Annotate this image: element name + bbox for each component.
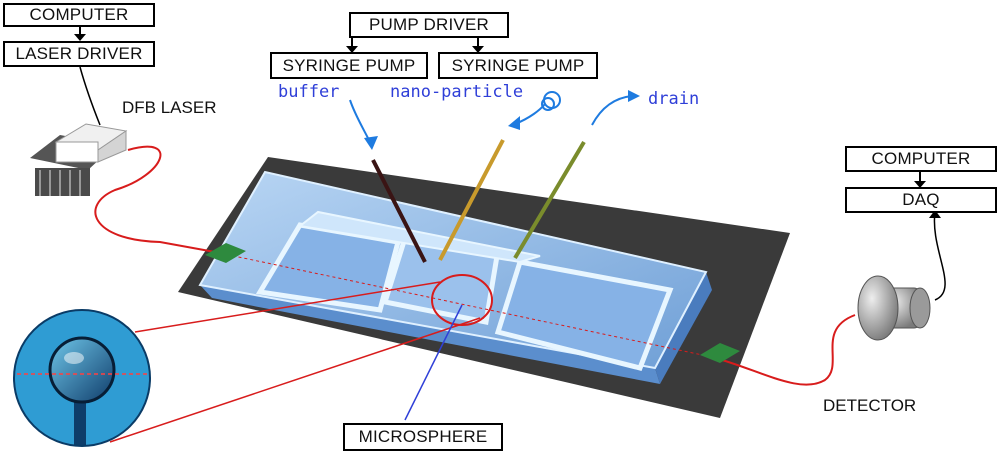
syringe-pump-left-box: SYRINGE PUMP xyxy=(270,52,428,79)
detector-body xyxy=(857,275,931,341)
microsphere-highlight xyxy=(431,274,493,326)
tubing-coil-icon xyxy=(541,91,561,111)
syringe-pump-right-box: SYRINGE PUMP xyxy=(438,52,598,79)
right-computer-box: COMPUTER xyxy=(845,146,997,172)
coupler-right xyxy=(700,343,740,363)
fiber-in xyxy=(94,145,216,253)
drain-label: drain xyxy=(648,89,700,109)
buffer-arrow xyxy=(349,99,371,143)
laser-driver-to-laser xyxy=(79,66,101,126)
coupler-left xyxy=(205,243,246,263)
buffer-label: buffer xyxy=(278,82,340,102)
microsphere-box: MICROSPHERE xyxy=(343,423,503,451)
pump-driver-box: PUMP DRIVER xyxy=(349,12,509,38)
zoom-line-bottom xyxy=(109,317,481,443)
fiber-out xyxy=(711,314,856,386)
zoom-line-top xyxy=(134,281,441,333)
drain-needle xyxy=(513,140,586,260)
microsphere-zoom-photo xyxy=(14,310,150,446)
left-computer-box: COMPUTER xyxy=(3,3,155,27)
dfb-laser-body xyxy=(30,123,128,196)
drain-arrow xyxy=(591,95,633,126)
microsphere-pointer xyxy=(404,304,463,421)
laser-driver-box: LASER DRIVER xyxy=(3,41,155,67)
daq-box: DAQ xyxy=(845,187,997,213)
detector-to-daq xyxy=(933,211,946,301)
right-chamber xyxy=(494,259,674,371)
beam-across xyxy=(214,251,713,358)
dfb-laser-label: DFB LASER xyxy=(122,98,217,117)
chip-side-right xyxy=(655,272,712,384)
detector-label: DETECTOR xyxy=(823,396,917,415)
nanoparticle-needle xyxy=(438,139,505,261)
nanoparticle-label: nano-particle xyxy=(390,82,524,102)
buffer-needle xyxy=(371,159,427,263)
